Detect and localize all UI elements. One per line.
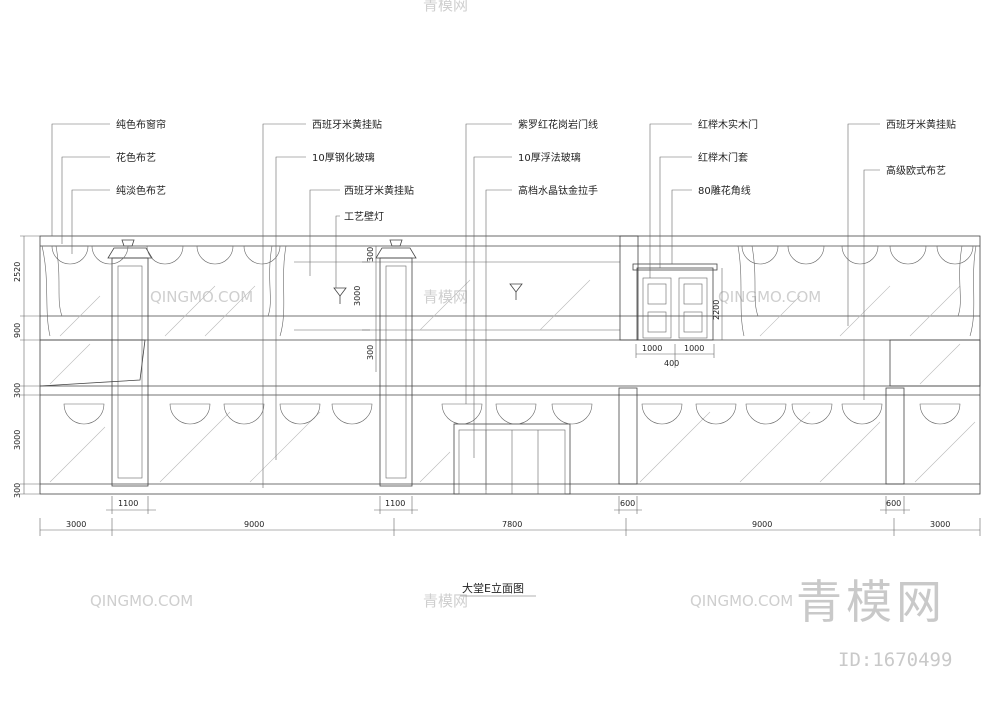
swag-fan — [196, 245, 234, 265]
watermark-text: QINGMO.COM — [150, 288, 253, 306]
watermark-text: QINGMO.COM — [90, 592, 193, 610]
pilaster-right — [885, 387, 905, 485]
swag-fan — [169, 403, 211, 425]
dimension-text: 2520 — [13, 262, 22, 282]
left-dimensions: 2520 900 300 3000 300 — [13, 235, 40, 498]
callout-label: 纯淡色布艺 — [116, 184, 166, 197]
watermark-text: QINGMO.COM — [718, 288, 821, 306]
dimension-text: 3000 — [66, 520, 86, 529]
base-dimensions: 1100 1100 600 600 — [106, 496, 910, 514]
swag-fan — [279, 403, 321, 425]
glass-hatching — [49, 279, 976, 483]
dimension-text: 3000 — [13, 430, 22, 450]
column-left — [107, 239, 153, 487]
dimension-text: 400 — [664, 359, 679, 368]
door-dimensions: 1000 1000 400 — [635, 344, 715, 368]
wall-blocks — [39, 339, 981, 387]
bottom-dimensions: 3000 9000 7800 9000 3000 — [39, 518, 981, 536]
column-center — [375, 239, 417, 487]
wall-lamp-right — [509, 283, 523, 300]
dimension-text: 1100 — [385, 499, 405, 508]
watermark-layer: QINGMO.COM 青模网 QINGMO.COM QINGMO.COM 青模网… — [90, 0, 952, 671]
callout-label: 红榉木实木门 — [698, 118, 758, 131]
swag-fan — [641, 403, 683, 425]
curtain-right — [737, 245, 977, 337]
callout-label: 高级欧式布艺 — [886, 164, 946, 177]
brand-watermark: 青模网 — [796, 575, 946, 629]
dimension-text: 300 — [366, 345, 375, 360]
swag-fan — [841, 403, 883, 425]
watermark-text: QINGMO.COM — [690, 592, 793, 610]
swag-fan — [441, 403, 483, 425]
callout-label: 西班牙米黄挂贴 — [312, 118, 382, 131]
callouts: 纯色布窗帘 花色布艺 纯淡色布艺 西班牙米黄挂贴 10厚钢化玻璃 西班牙米黄挂贴… — [51, 118, 956, 490]
callout-label: 紫罗红花岗岩门线 — [518, 118, 598, 131]
swag-fan — [791, 403, 833, 425]
swag-fan — [223, 403, 265, 425]
swag-fan — [63, 403, 105, 425]
dimension-text: 7800 — [502, 520, 522, 529]
swag-fan — [551, 403, 593, 425]
callout-label: 高档水晶钛金拉手 — [518, 184, 598, 197]
swag-fan — [889, 245, 927, 265]
swag-fan — [741, 245, 779, 265]
swag-fan — [787, 245, 825, 265]
swag-fan — [91, 245, 129, 265]
swag-fan — [51, 245, 89, 265]
watermark-text: 青模网 — [423, 592, 468, 610]
swag-fan — [919, 403, 961, 425]
elevation-wall — [39, 235, 981, 495]
swag-fan — [936, 245, 974, 265]
inner-dimensions: 300 3000 300 2200 — [353, 246, 723, 372]
dimension-text: 9000 — [752, 520, 772, 529]
callout-label: 纯色布窗帘 — [116, 118, 166, 131]
callout-label: 10厚浮法玻璃 — [518, 151, 581, 164]
swag-fan — [745, 403, 787, 425]
valance-swags — [51, 245, 974, 425]
swag-fan — [146, 245, 184, 265]
dimension-text: 900 — [13, 323, 22, 338]
swag-fan — [495, 403, 537, 425]
dimension-text: 600 — [620, 499, 635, 508]
dimension-text: 1000 — [684, 344, 704, 353]
curtain-left — [41, 245, 287, 337]
wall-lamp-left — [333, 287, 347, 304]
dimension-text: 300 — [366, 247, 375, 262]
drawing-title: 大堂E立面图 — [460, 581, 536, 597]
pilaster-door — [618, 235, 639, 485]
watermark-text: 青模网 — [423, 0, 468, 14]
dimension-text: 600 — [886, 499, 901, 508]
callout-label: 80雕花角线 — [698, 184, 751, 197]
watermark-text: 青模网 — [423, 288, 468, 306]
callout-label: 工艺壁灯 — [344, 210, 384, 223]
callout-label: 红榉木门套 — [698, 151, 748, 164]
swag-fan — [331, 403, 373, 425]
dimension-text: 1000 — [642, 344, 662, 353]
callout-label: 西班牙米黄挂贴 — [886, 118, 956, 131]
id-watermark: ID:1670499 — [838, 649, 952, 671]
wood-door — [632, 263, 718, 341]
swag-fan — [243, 245, 281, 265]
callout-label: 花色布艺 — [116, 151, 156, 164]
dimension-text: 9000 — [244, 520, 264, 529]
dimension-text: 2200 — [712, 300, 721, 320]
callout-label: 10厚钢化玻璃 — [312, 151, 375, 164]
dimension-text: 300 — [13, 483, 22, 498]
swag-fan — [841, 245, 879, 265]
dimension-text: 1100 — [118, 499, 138, 508]
dimension-text: 300 — [13, 383, 22, 398]
callout-label: 西班牙米黄挂贴 — [344, 184, 414, 197]
dimension-text: 3000 — [930, 520, 950, 529]
drawing-title-text: 大堂E立面图 — [462, 581, 524, 595]
swag-fan — [695, 403, 737, 425]
dimension-text: 3000 — [353, 286, 362, 306]
glass-entrance — [453, 423, 571, 495]
